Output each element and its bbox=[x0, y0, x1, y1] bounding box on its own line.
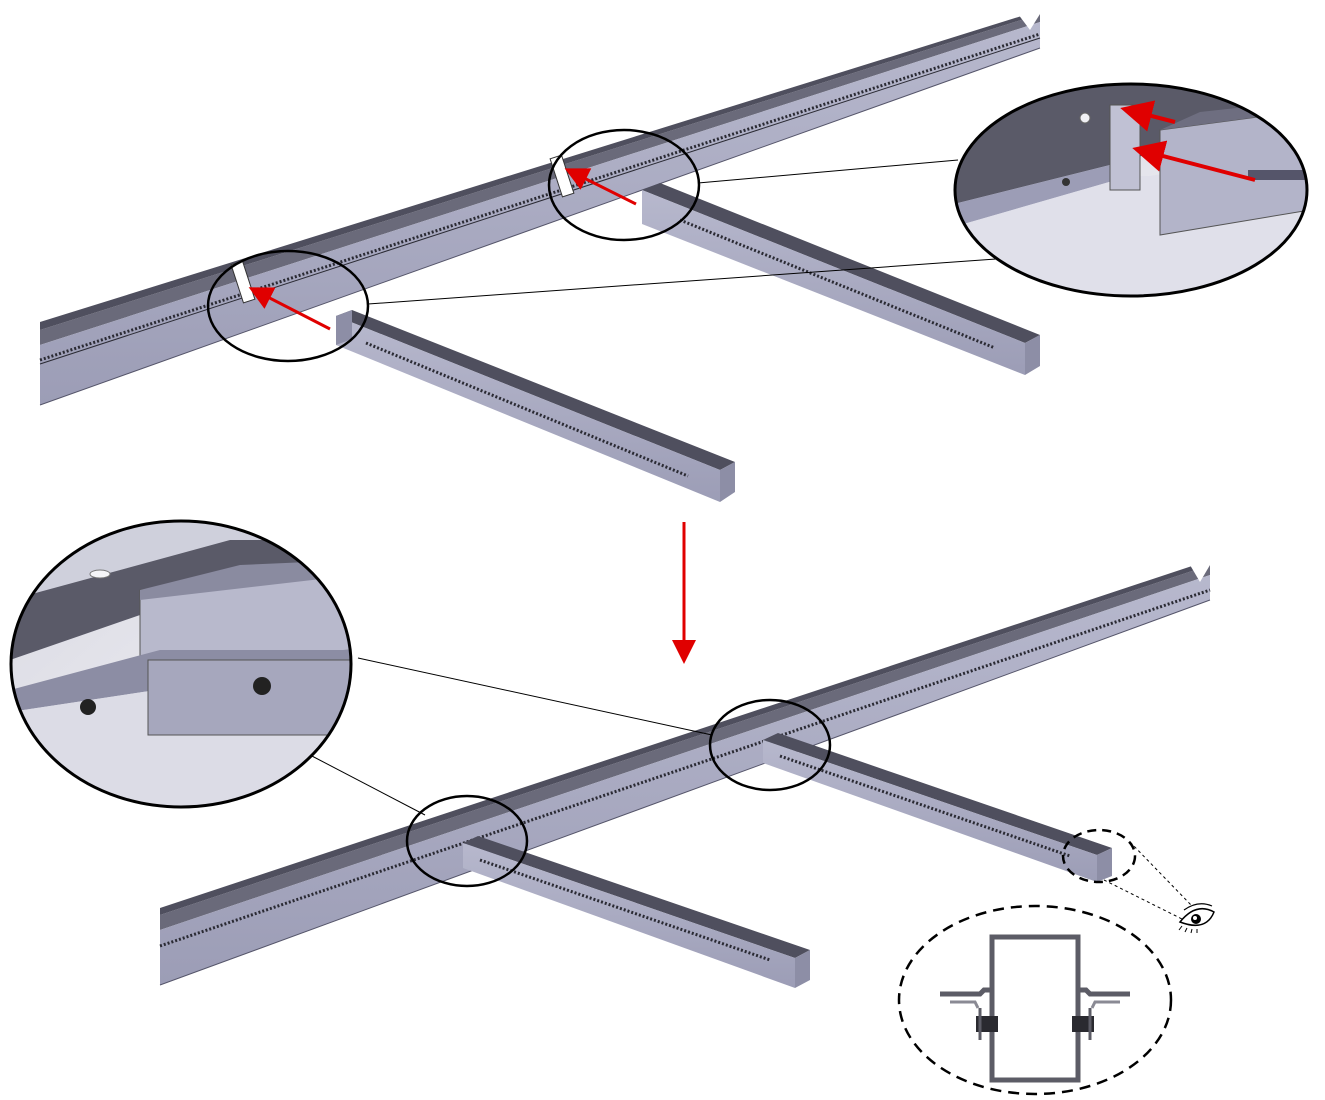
eye-icon bbox=[1178, 903, 1215, 934]
sight-line bbox=[1129, 841, 1193, 907]
main-rail-bottom bbox=[159, 565, 1211, 986]
section-profile bbox=[940, 934, 1130, 1083]
main-rail-top bbox=[39, 14, 1041, 406]
leader-line bbox=[367, 257, 1011, 305]
end-view-marker bbox=[1061, 828, 1137, 884]
joint-circle-right bbox=[708, 698, 832, 792]
joint-detail-zoom bbox=[9, 519, 353, 809]
leader-line bbox=[309, 754, 426, 816]
sight-line bbox=[1103, 879, 1185, 921]
joint-circle-left bbox=[405, 794, 529, 888]
insertion-arrow-right bbox=[564, 168, 637, 206]
leader-line bbox=[357, 657, 713, 736]
slot-detail-zoom bbox=[953, 82, 1309, 298]
insertion-arrow-left bbox=[248, 287, 331, 331]
cross-rail-top-right bbox=[642, 183, 1040, 375]
detail-circle-right bbox=[547, 128, 701, 242]
end-section-view bbox=[897, 904, 1173, 1096]
leader-line bbox=[697, 159, 959, 184]
step-before-assembly bbox=[39, 14, 1309, 502]
step-after-assembly bbox=[9, 519, 1215, 1096]
cross-rail-bottom-left bbox=[463, 836, 810, 988]
detail-circle-left bbox=[206, 249, 370, 363]
cross-rail-top-left bbox=[336, 310, 735, 502]
cross-rail-bottom-right bbox=[763, 733, 1112, 882]
